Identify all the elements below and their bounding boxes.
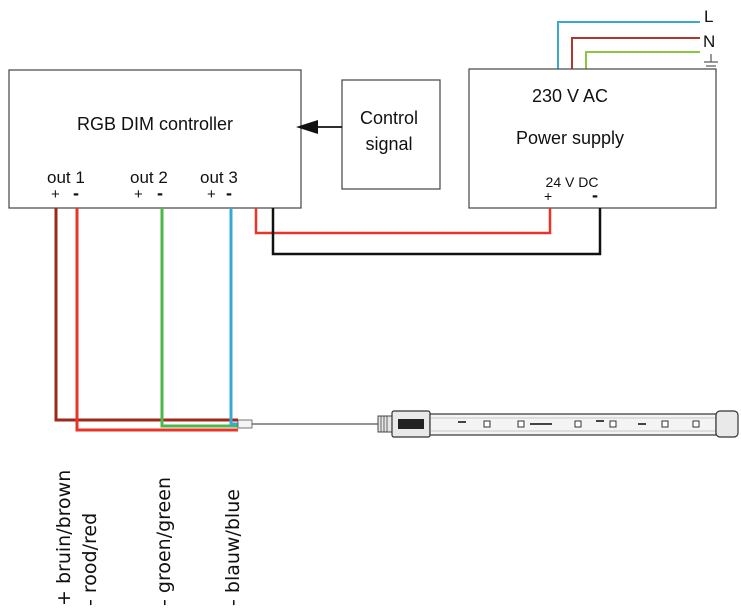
power-supply: 230 V AC Power supply 24 V DC + - xyxy=(468,68,717,209)
cable-sleeve xyxy=(237,419,253,429)
arrow-left-icon xyxy=(296,120,318,134)
dc-negative-wire xyxy=(271,208,602,256)
control-arrow xyxy=(296,120,342,134)
label-green: - groen/green xyxy=(153,477,175,606)
out1-plus: + xyxy=(51,186,60,203)
controller-title: RGB DIM controller xyxy=(77,114,233,134)
led-strip-assembly xyxy=(237,410,739,438)
rgb-dim-controller: RGB DIM controller out 1 out 2 out 3 + -… xyxy=(8,69,302,209)
live-wire xyxy=(557,21,700,69)
dc-supply-wires xyxy=(254,208,602,256)
out3-minus: - xyxy=(226,183,232,203)
led-chips xyxy=(483,420,700,428)
end-cap xyxy=(715,410,739,438)
led-strip-body xyxy=(429,413,717,436)
ps-voltage-out: 24 V DC xyxy=(546,174,599,190)
mains-wires: L N xyxy=(557,7,718,71)
label-red: - rood/red xyxy=(79,513,101,606)
out3-label: out 3 xyxy=(200,168,238,187)
out2-plus: + xyxy=(134,186,143,203)
output-wires xyxy=(54,208,240,432)
dc-positive-wire xyxy=(254,208,552,235)
red-wire xyxy=(75,208,238,432)
control-signal-line1: Control xyxy=(360,108,418,128)
earth-icon xyxy=(704,54,718,71)
brown-wire xyxy=(54,208,238,422)
control-signal-line2: signal xyxy=(365,134,412,154)
mains-live-label: L xyxy=(704,7,713,26)
ps-voltage-in: 230 V AC xyxy=(532,86,608,106)
out1-minus: - xyxy=(73,183,79,203)
ps-minus: - xyxy=(592,185,598,205)
out2-minus: - xyxy=(157,183,163,203)
earth-wire xyxy=(585,51,700,69)
out2-label: out 2 xyxy=(130,168,168,187)
control-signal-box: Control signal xyxy=(341,79,441,190)
wire-labels: + bruin/brown - rood/red - groen/green -… xyxy=(53,470,244,606)
out3-plus: + xyxy=(207,186,216,203)
out1-label: out 1 xyxy=(47,168,85,187)
ps-plus: + xyxy=(544,188,552,204)
ps-title: Power supply xyxy=(516,128,624,148)
mains-neutral-label: N xyxy=(703,32,715,51)
connector-ridges xyxy=(377,415,393,433)
label-blue: - blauw/blue xyxy=(222,489,244,606)
green-wire xyxy=(160,208,238,428)
strip-print-marks xyxy=(458,420,646,425)
label-brown: + bruin/brown xyxy=(53,470,75,606)
neutral-wire xyxy=(571,37,700,69)
blue-wire xyxy=(229,208,240,426)
